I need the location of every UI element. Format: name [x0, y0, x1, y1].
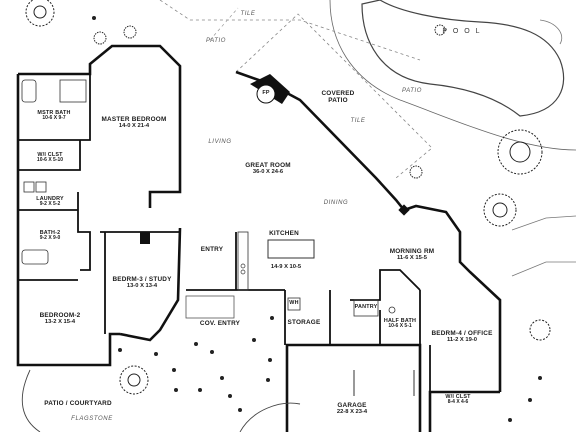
bathtub: [21, 79, 37, 103]
dryer: [35, 181, 47, 193]
tile-dashed: [209, 7, 239, 41]
pool-deck: [329, 0, 576, 151]
bedroom4-label: BEDRM-4 / OFFICE 11-2 X 19-0: [431, 330, 493, 344]
pool-deck-arc: [539, 19, 563, 45]
kitchen-label: KITCHEN: [269, 230, 299, 237]
small-plantings: [92, 16, 542, 422]
wic2-label: W/I CLST 8-4 X 4-6: [445, 394, 471, 406]
cov-entry-label: COV. ENTRY: [199, 320, 241, 327]
entry-label: ENTRY: [200, 246, 224, 253]
kitchen-dims: 14-9 X 10-5: [270, 264, 302, 270]
wic-label: W/I CLST 10-6 X 5-10: [36, 152, 64, 164]
covered-patio-label: COVERED PATIO: [321, 90, 355, 105]
patio-dashed-edge: [159, 0, 421, 61]
water-heater: [287, 297, 301, 311]
water-heater-label: WH: [289, 300, 299, 306]
pantry-label: PANTRY: [354, 304, 378, 310]
landscaping: [25, 0, 551, 395]
kitchen-island: [267, 239, 315, 259]
pool-label: P O O L: [442, 28, 482, 35]
range-burner: [240, 263, 246, 269]
fireplace-hearth: [256, 84, 276, 104]
master-bedroom-label: MASTER BEDROOM 14-0 X 21-4: [101, 116, 167, 130]
pool-outline: [361, 0, 565, 117]
side-walk: [511, 215, 576, 231]
flagstone-label: FLAGSTONE: [71, 416, 113, 422]
entry-walk-arc: [239, 402, 301, 432]
patio-right-label: PATIO: [401, 88, 423, 94]
covered-patio-dashed: [235, 13, 433, 179]
fireplace-label: FP: [262, 90, 270, 96]
side-walk: [511, 261, 576, 277]
tile-mid-label: TILE: [350, 118, 366, 124]
bath2-label: BATH-2 9-2 X 9-0: [39, 230, 61, 242]
bedroom2-label: BEDROOM-2 13-2 X 15-4: [39, 312, 81, 326]
patio-label: PATIO: [205, 38, 227, 44]
range-burner: [240, 269, 246, 275]
courtyard-arc: [21, 369, 41, 432]
laundry-label: LAUNDRY 9-2 X 5-2: [36, 196, 64, 208]
patio-courtyard-label: PATIO / COURTYARD: [44, 400, 112, 407]
washer: [23, 181, 35, 193]
storage-label: STORAGE: [287, 319, 321, 326]
bedroom3-label: BEDRM-3 / STUDY 13-0 X 13-4: [112, 276, 172, 290]
kitchen-counter: [237, 231, 249, 291]
column: [140, 232, 150, 244]
dining-label: DINING: [323, 200, 349, 206]
column: [398, 204, 410, 216]
entry-landing: [185, 295, 235, 319]
bathtub: [21, 249, 49, 265]
great-room-label: GREAT ROOM 36-0 X 24-6: [245, 162, 291, 176]
living-label: LIVING: [208, 139, 232, 145]
master-bath-label: MSTR BATH 10-6 X 9-7: [37, 110, 71, 122]
tile-label: TILE: [240, 11, 256, 17]
shower: [59, 79, 87, 103]
pantry-shelves: [353, 299, 379, 317]
garage-label: GARAGE 22-8 X 23-4: [336, 402, 368, 416]
toilet: [388, 306, 396, 314]
morning-room-label: MORNING RM 11-6 X 15-5: [389, 248, 435, 262]
half-bath-label: HALF BATH 10-6 X 5-1: [383, 318, 417, 330]
